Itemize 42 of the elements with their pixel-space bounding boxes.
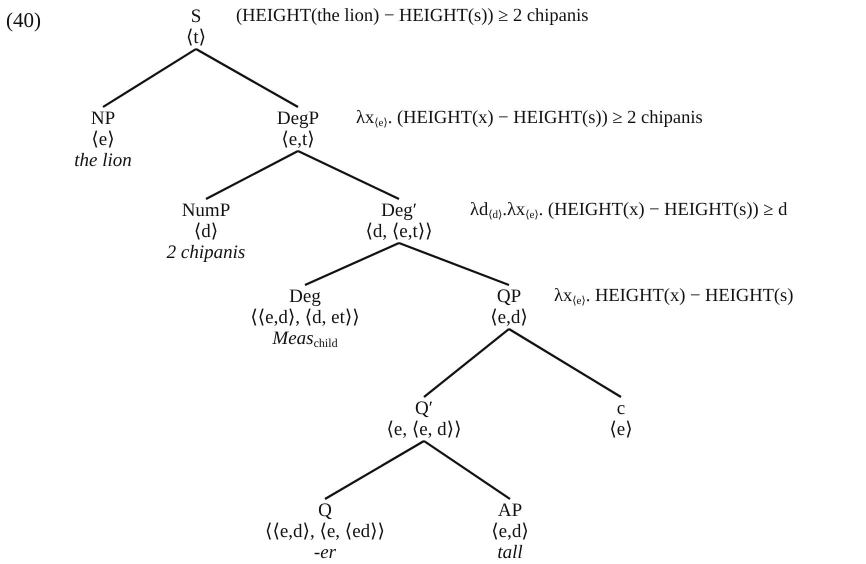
example-number: (40) (6, 8, 41, 32)
syntactic-category: AP (498, 500, 522, 521)
semantic-type: ⟨e,d⟩ (491, 521, 529, 542)
syntactic-category: c (616, 398, 626, 419)
lexical-item: tall (497, 542, 523, 563)
tree-branch (102, 48, 197, 108)
semantic-type: ⟨e⟩ (609, 419, 633, 440)
semantic-type: ⟨e,d⟩ (490, 307, 528, 328)
lexical-item: the lion (74, 150, 132, 171)
tree-branch (304, 242, 400, 286)
syntactic-category: Q′ (415, 398, 433, 419)
semantic-formula: (HEIGHT(the lion) − HEIGHT(s)) ≥ 2 chipanis (236, 6, 588, 27)
semantic-type: ⟨e, ⟨e, d⟩⟩ (386, 419, 462, 440)
syntactic-category: Deg (289, 286, 321, 307)
semantic-type: ⟨t⟩ (186, 27, 206, 48)
semantic-type: ⟨d⟩ (194, 221, 218, 242)
tree-branch (423, 328, 510, 398)
syntactic-category: Q (318, 500, 332, 521)
syntactic-category: NP (90, 108, 116, 129)
syntactic-category: QP (496, 286, 522, 307)
semantic-type: ⟨d, ⟨e,t⟩⟩ (365, 221, 433, 242)
syntactic-category: NumP (182, 200, 230, 221)
tree-branch (398, 242, 510, 286)
lexical-item: Meas$_{child}$ (272, 328, 338, 349)
semantic-type: ⟨⟨e,d⟩, ⟨e, ⟨ed⟩⟩ (265, 521, 385, 542)
tree-branch (508, 328, 622, 398)
semantic-type: ⟨e,t⟩ (281, 129, 315, 150)
semantic-formula: λx$_{⟨e⟩}$. (HEIGHT(x) − HEIGHT(s)) ≥ 2 chipanis (356, 108, 703, 129)
tree-branch (206, 150, 298, 200)
tree-branch (298, 150, 400, 200)
semantic-type: ⟨e⟩ (91, 129, 115, 150)
semantic-type: ⟨⟨e,d⟩, ⟨d, et⟩⟩ (250, 307, 360, 328)
semantic-formula: λd$_{⟨d⟩}$.λx$_{⟨e⟩}$. (HEIGHT(x) − HEIGHT(s)) ≥ d (470, 200, 788, 221)
lexical-item: -er (314, 542, 336, 563)
tree-branch (324, 440, 425, 500)
syntactic-category: Deg′ (381, 200, 417, 221)
tree-branch (423, 440, 511, 500)
syntactic-category: S (190, 6, 202, 27)
semantic-formula: λx$_{⟨e⟩}$. HEIGHT(x) − HEIGHT(s) (554, 286, 794, 307)
tree-branch (195, 48, 299, 108)
lexical-item: 2 chipanis (166, 242, 246, 263)
syntactic-category: DegP (276, 108, 320, 129)
